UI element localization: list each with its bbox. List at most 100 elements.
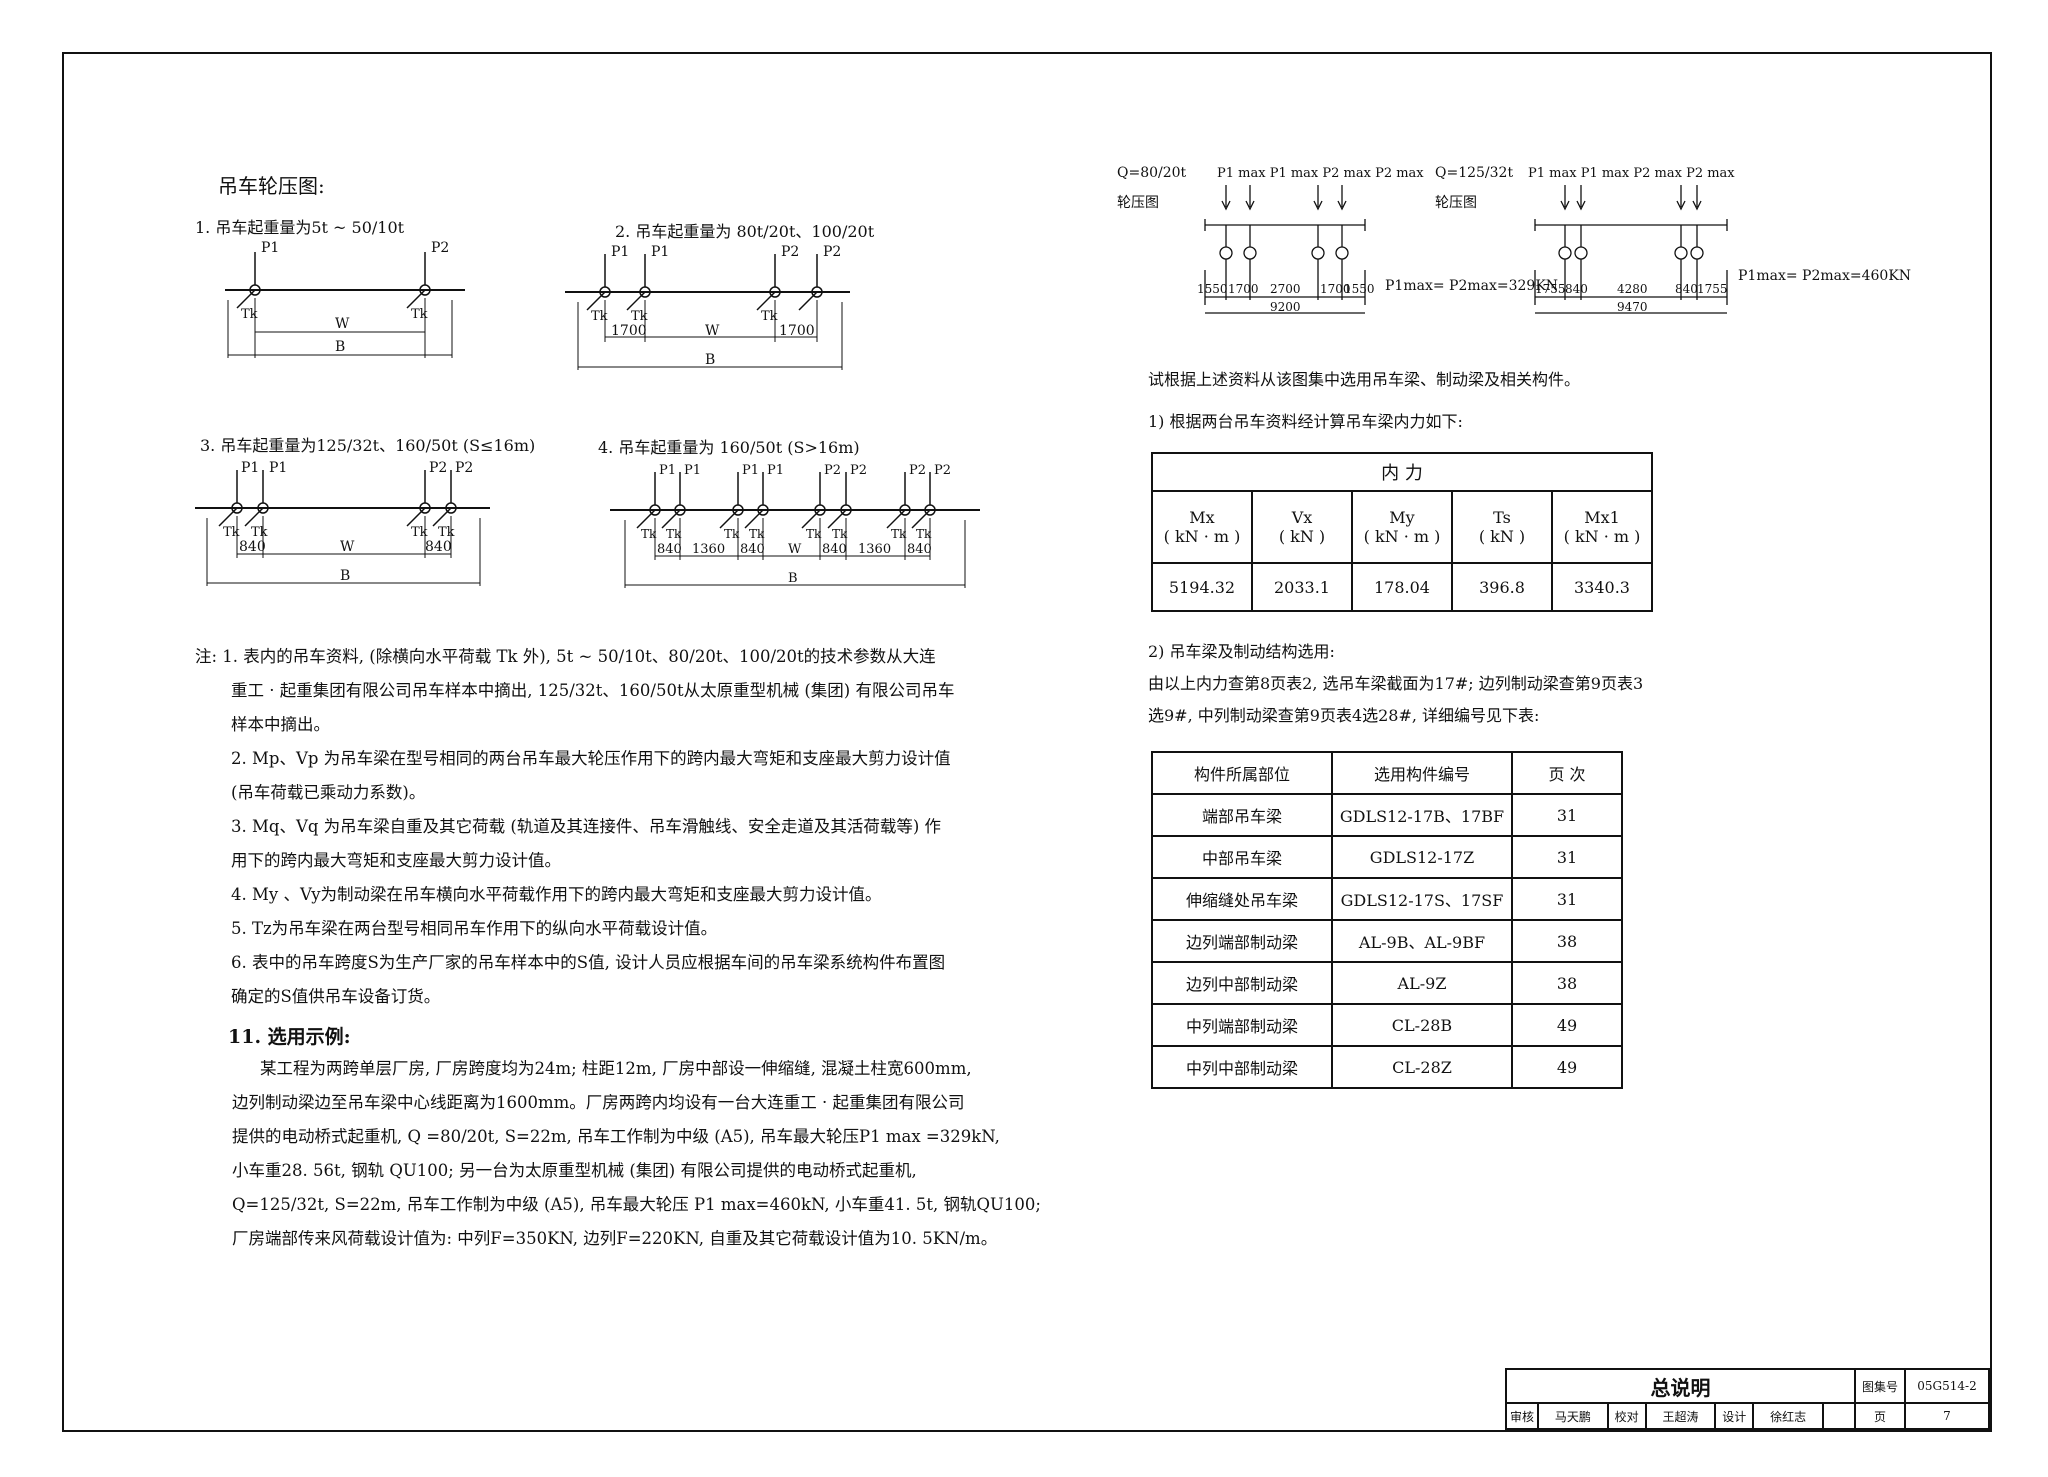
wheel-diagram-2: P1 P1 P2 P2 Tk Tk Tk 1700 W 1700 B — [565, 244, 850, 370]
atlas-label: 图集号 — [1854, 1368, 1906, 1404]
d2-dim-right: 1700 — [779, 323, 815, 339]
note-3b: 用下的跨内最大弯矩和支座最大剪力设计值。 — [231, 851, 561, 870]
d4-p1-a: P1 — [659, 463, 676, 478]
d3-p2-a: P2 — [429, 460, 447, 476]
note-5: 5. Tz为吊车梁在两台型号相同吊车作用下的纵向水平荷载设计值。 — [231, 919, 718, 938]
forces-value-ts: 396.8 — [1451, 562, 1553, 612]
note-2b: (吊车荷载已乘动力系数)。 — [231, 783, 426, 802]
d4-p2-b: P2 — [850, 463, 867, 478]
example-body: 某工程为两跨单层厂房, 厂房跨度均为24m; 柱距12m, 厂房中部设一伸缩缝,… — [232, 1052, 1041, 1256]
d4-dim-1360-a: 1360 — [692, 542, 725, 557]
member-code: AL-9Z — [1331, 961, 1513, 1005]
rd-right-dim-4: 840 — [1675, 282, 1698, 296]
selection-step2-line2: 选9#, 中列制动梁查第9页表4选28#, 详细编号见下表: — [1148, 706, 1540, 725]
forces-value-my: 178.04 — [1351, 562, 1453, 612]
rd-left-diagram: 1550 1700 2700 1700 1550 9200 — [1197, 185, 1375, 314]
forces-header-mx: Mx( kN · m ) — [1151, 490, 1253, 564]
wheel-heading: 吊车轮压图: — [218, 174, 325, 198]
d4-p1-d: P1 — [767, 463, 784, 478]
note-2a: 2. Mp、Vp 为吊车梁在型号相同的两台吊车最大轮压作用下的跨内最大弯矩和支座… — [231, 749, 951, 768]
example-title: 11. 选用示例: — [228, 1026, 351, 1048]
table-row: 中部吊车梁 GDLS12-17Z 31 — [1151, 835, 1623, 879]
forces-value-mx1: 3340.3 — [1551, 562, 1653, 612]
d3-tk-4: Tk — [438, 525, 455, 540]
members-header-code: 选用构件编号 — [1331, 751, 1513, 795]
member-page: 31 — [1511, 835, 1623, 879]
member-code: GDLS12-17S、17SF — [1331, 877, 1513, 921]
d3-w: W — [340, 539, 355, 555]
member-location: 伸缩缝处吊车梁 — [1151, 877, 1333, 921]
d2-p1-b: P1 — [651, 244, 669, 260]
d2-tk-3: Tk — [761, 309, 778, 324]
d4-tk-7: Tk — [891, 527, 907, 541]
d4-tk-1: Tk — [641, 527, 657, 541]
d4-tk-8: Tk — [916, 527, 932, 541]
note-1a: 注: 1. 表内的吊车资料, (除横向水平荷载 Tk 外), 5t ~ 50/1… — [195, 647, 936, 666]
note-1c: 样本中摘出。 — [231, 715, 330, 734]
note-6b: 确定的S值供吊车设备订货。 — [231, 987, 441, 1006]
rd-left-total: 9200 — [1270, 300, 1301, 314]
member-code: CL-28Z — [1331, 1045, 1513, 1089]
member-code: CL-28B — [1331, 1003, 1513, 1047]
d1-tk-right: Tk — [411, 307, 428, 322]
member-code: GDLS12-17Z — [1331, 835, 1513, 879]
d4-dim-1360-b: 1360 — [858, 542, 891, 557]
d3-tk-2: Tk — [251, 525, 268, 540]
table-row: 边列中部制动梁 AL-9Z 38 — [1151, 961, 1623, 1005]
rd-right-loads: P1 max P1 max P2 max P2 max — [1528, 166, 1735, 181]
title-block-title: 总说明 — [1505, 1368, 1856, 1404]
forces-value-vx: 2033.1 — [1251, 562, 1353, 612]
d3-dim-left: 840 — [239, 539, 266, 555]
d4-p2-a: P2 — [824, 463, 841, 478]
example-line-1: 某工程为两跨单层厂房, 厂房跨度均为24m; 柱距12m, 厂房中部设一伸缩缝,… — [260, 1059, 972, 1078]
d1-p2: P2 — [431, 240, 449, 256]
selection-step1: 1) 根据两台吊车资料经计算吊车梁内力如下: — [1148, 412, 1463, 431]
example-line-5: Q=125/32t, S=22m, 吊车工作制为中级 (A5), 吊车最大轮压 … — [232, 1195, 1041, 1214]
page-number: 7 — [1904, 1402, 1990, 1430]
d1-w: W — [335, 316, 350, 332]
reviewer-name: 马天鹏 — [1537, 1402, 1609, 1430]
d2-p2-b: P2 — [823, 244, 841, 260]
example-line-3: 提供的电动桥式起重机, Q =80/20t, S=22m, 吊车工作制为中级 (… — [232, 1127, 1000, 1146]
rd-right-diagram: 1755 840 4280 840 1755 9470 — [1534, 185, 1728, 314]
wheel-diagram-1: P1 P2 Tk Tk W B — [225, 240, 465, 358]
member-location: 边列中部制动梁 — [1151, 961, 1333, 1005]
d4-dim-840-b: 840 — [740, 542, 765, 557]
d2-p2-a: P2 — [781, 244, 799, 260]
member-code: AL-9B、AL-9BF — [1331, 919, 1513, 963]
rd-left-dim-1: 1550 — [1197, 282, 1228, 296]
d2-dim-left: 1700 — [611, 323, 647, 339]
member-page: 49 — [1511, 1003, 1623, 1047]
drawing-frame — [62, 52, 1992, 1432]
d4-tk-4: Tk — [749, 527, 765, 541]
forces-value-mx: 5194.32 — [1151, 562, 1253, 612]
design-label: 设计 — [1714, 1402, 1755, 1430]
forces-header-my: My( kN · m ) — [1351, 490, 1453, 564]
d2-p1-a: P1 — [611, 244, 629, 260]
selection-step2: 2) 吊车梁及制动结构选用: — [1148, 642, 1335, 661]
example-line-2: 边列制动梁边至吊车梁中心线距离为1600mm。厂房两跨内均设有一台大连重工 · … — [232, 1093, 965, 1112]
rd-right-total: 9470 — [1617, 300, 1648, 314]
d3-p1-a: P1 — [241, 460, 259, 476]
d4-p1-b: P1 — [684, 463, 701, 478]
note-6a: 6. 表中的吊车跨度S为生产厂家的吊车样本中的S值, 设计人员应根据车间的吊车梁… — [231, 953, 946, 972]
rd-right-dim-5: 1755 — [1697, 282, 1728, 296]
forces-header-mx1: Mx1( kN · m ) — [1551, 490, 1653, 564]
selection-intro: 试根据上述资料从该图集中选用吊车梁、制动梁及相关构件。 — [1148, 370, 1581, 389]
d4-w: W — [788, 542, 802, 557]
d4-p2-c: P2 — [909, 463, 926, 478]
d4-p1-c: P1 — [742, 463, 759, 478]
d4-dim-840-d: 840 — [907, 542, 932, 557]
d2-tk-1: Tk — [591, 309, 608, 324]
table-row: 端部吊车梁 GDLS12-17B、17BF 31 — [1151, 793, 1623, 837]
d4-tk-5: Tk — [806, 527, 822, 541]
member-location: 端部吊车梁 — [1151, 793, 1333, 837]
wheel-diagram-3: P1 P1 P2 P2 Tk Tk Tk Tk 840 W 840 B — [195, 460, 490, 586]
example-line-6: 厂房端部传来风荷载设计值为: 中列F=350KN, 边列F=220KN, 自重及… — [232, 1229, 998, 1248]
checker-name: 王超涛 — [1644, 1402, 1717, 1430]
page-label: 页 — [1854, 1402, 1906, 1430]
member-page: 38 — [1511, 961, 1623, 1005]
d1-b: B — [335, 339, 345, 355]
members-header-location: 构件所属部位 — [1151, 751, 1333, 795]
check-label: 校对 — [1606, 1402, 1647, 1430]
